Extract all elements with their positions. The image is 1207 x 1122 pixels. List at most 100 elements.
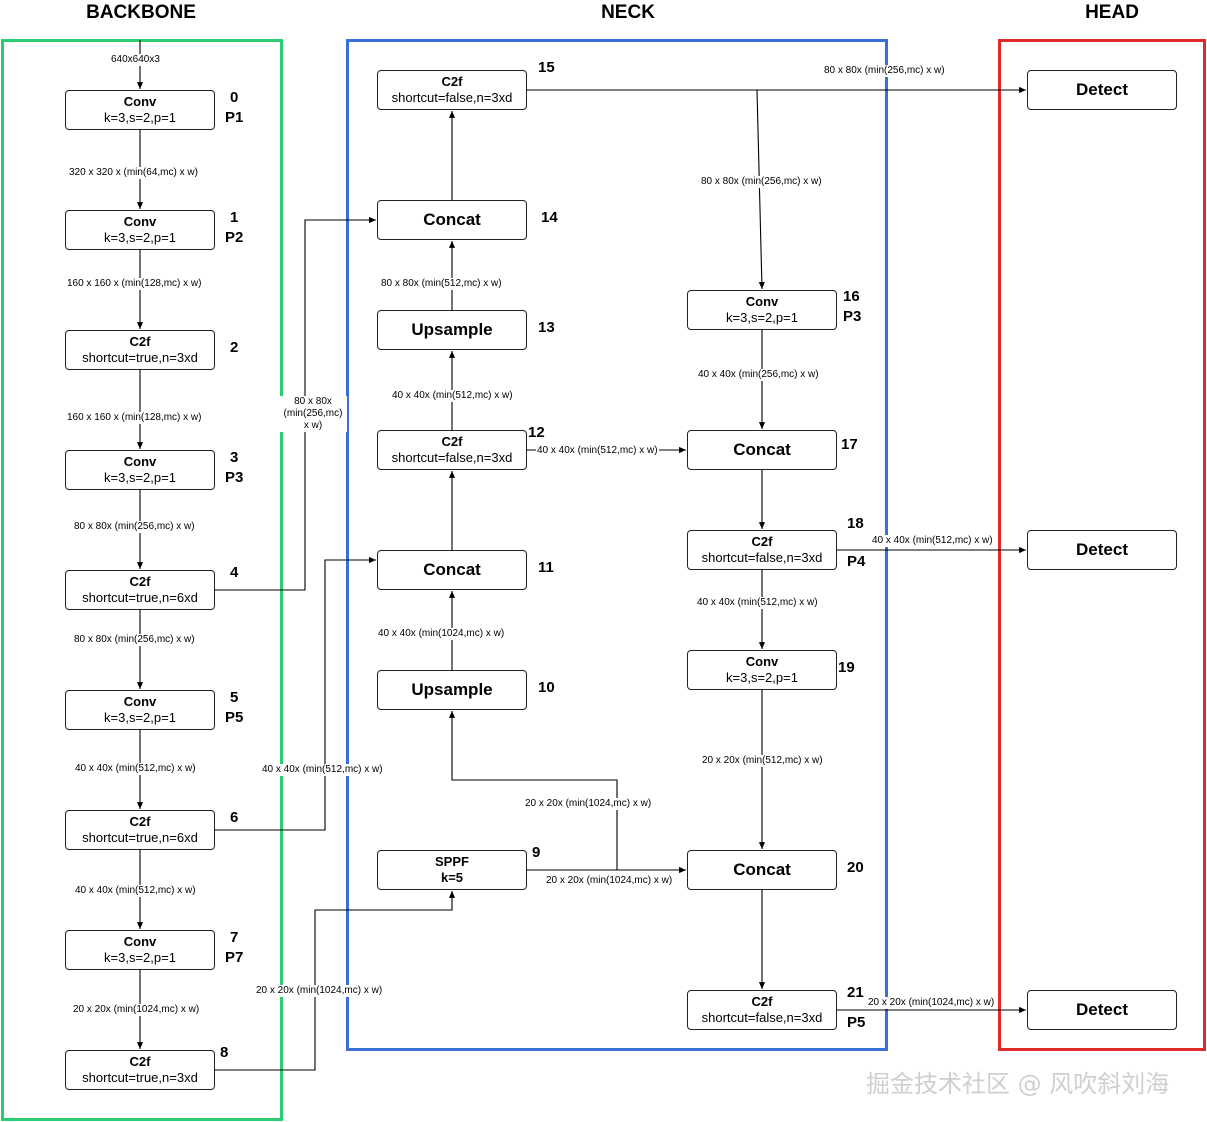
node-19-type: Conv bbox=[745, 654, 779, 669]
node-9-sppf: SPPF k=5 bbox=[377, 850, 527, 890]
node-0-level: P1 bbox=[225, 109, 244, 126]
node-17-index: 17 bbox=[841, 436, 858, 453]
edge-label-9-20: 20 x 20x (min(1024,mc) x w) bbox=[545, 875, 674, 887]
edge-label-19-20: 20 x 20x (min(512,mc) x w) bbox=[701, 755, 824, 767]
node-2-type: C2f bbox=[129, 334, 151, 349]
node-0-index: 0 bbox=[230, 89, 239, 106]
node-3-level: P3 bbox=[225, 469, 244, 486]
node-7-index: 7 bbox=[230, 929, 239, 946]
node-5-params: k=3,s=2,p=1 bbox=[104, 710, 176, 725]
node-13-index: 13 bbox=[538, 319, 555, 336]
edge-label-12-13: 40 x 40x (min(512,mc) x w) bbox=[391, 390, 514, 402]
node-10-upsample: Upsample bbox=[377, 670, 527, 710]
edge-label-13-14: 80 x 80x (min(512,mc) x w) bbox=[380, 278, 503, 290]
edge-label-6-7: 40 x 40x (min(512,mc) x w) bbox=[74, 885, 197, 897]
edge-label-18-d2: 40 x 40x (min(512,mc) x w) bbox=[871, 535, 994, 547]
node-15-c2f: C2f shortcut=false,n=3xd bbox=[377, 70, 527, 110]
node-1-type: Conv bbox=[123, 214, 157, 229]
node-2-params: shortcut=true,n=3xd bbox=[82, 350, 198, 365]
node-9-type: SPPF bbox=[435, 854, 469, 869]
node-15-params: shortcut=false,n=3xd bbox=[391, 90, 513, 105]
edge-label-21-d3: 20 x 20x (min(1024,mc) x w) bbox=[867, 997, 996, 1009]
node-4-params: shortcut=true,n=6xd bbox=[82, 590, 198, 605]
node-7-conv: Conv k=3,s=2,p=1 bbox=[65, 930, 215, 970]
node-18-index: 18 bbox=[847, 515, 864, 532]
node-12-c2f: C2f shortcut=false,n=3xd bbox=[377, 430, 527, 470]
detect-p4: Detect bbox=[1027, 530, 1177, 570]
node-5-conv: Conv k=3,s=2,p=1 bbox=[65, 690, 215, 730]
node-4-c2f: C2f shortcut=true,n=6xd bbox=[65, 570, 215, 610]
node-21-params: shortcut=false,n=3xd bbox=[701, 1010, 823, 1025]
node-12-index: 12 bbox=[528, 424, 545, 441]
node-17-concat: Concat bbox=[687, 430, 837, 470]
edge-label-6-11: 40 x 40x (min(512,mc) x w) bbox=[261, 764, 384, 776]
node-13-upsample: Upsample bbox=[377, 310, 527, 350]
node-16-level: P3 bbox=[843, 308, 862, 325]
node-0-conv: Conv k=3,s=2,p=1 bbox=[65, 90, 215, 130]
node-14-label: Concat bbox=[423, 210, 481, 229]
edge-label-7-8: 20 x 20x (min(1024,mc) x w) bbox=[72, 1004, 201, 1016]
edge-label-3-4: 80 x 80x (min(256,mc) x w) bbox=[73, 521, 196, 533]
edge-label-2-3: 160 x 160 x (min(128,mc) x w) bbox=[66, 412, 203, 424]
edge-label-10-11: 40 x 40x (min(1024,mc) x w) bbox=[377, 628, 506, 640]
node-10-index: 10 bbox=[538, 679, 555, 696]
node-8-index: 8 bbox=[220, 1044, 229, 1061]
node-7-params: k=3,s=2,p=1 bbox=[104, 950, 176, 965]
edge-label-16-17: 40 x 40x (min(256,mc) x w) bbox=[697, 369, 820, 381]
edge-label-15-d1: 80 x 80x (min(256,mc) x w) bbox=[823, 65, 946, 77]
node-7-level: P7 bbox=[225, 949, 244, 966]
head-title: HEAD bbox=[1085, 2, 1139, 23]
backbone-region bbox=[1, 39, 283, 1121]
edge-label-4-14: 80 x 80x (min(256,mc) x w) bbox=[279, 396, 347, 432]
edge-label-18-19: 40 x 40x (min(512,mc) x w) bbox=[696, 597, 819, 609]
node-3-type: Conv bbox=[123, 454, 157, 469]
node-2-index: 2 bbox=[230, 339, 239, 356]
node-8-type: C2f bbox=[129, 1054, 151, 1069]
node-5-index: 5 bbox=[230, 689, 239, 706]
node-0-params: k=3,s=2,p=1 bbox=[104, 110, 176, 125]
input-size-label: 640x640x3 bbox=[110, 54, 161, 66]
node-5-level: P5 bbox=[225, 709, 244, 726]
node-19-conv: Conv k=3,s=2,p=1 bbox=[687, 650, 837, 690]
edge-label-5-6: 40 x 40x (min(512,mc) x w) bbox=[74, 763, 197, 775]
node-19-index: 19 bbox=[838, 659, 855, 676]
node-9-params: k=5 bbox=[440, 870, 464, 885]
edge-label-9-10: 20 x 20x (min(1024,mc) x w) bbox=[524, 798, 653, 810]
node-1-level: P2 bbox=[225, 229, 244, 246]
detect-p5: Detect bbox=[1027, 990, 1177, 1030]
node-16-type: Conv bbox=[745, 294, 779, 309]
edge-label-1-2: 160 x 160 x (min(128,mc) x w) bbox=[66, 278, 203, 290]
node-20-concat: Concat bbox=[687, 850, 837, 890]
node-18-type: C2f bbox=[751, 534, 773, 549]
node-2-c2f: C2f shortcut=true,n=3xd bbox=[65, 330, 215, 370]
edge-label-15-16: 80 x 80x (min(256,mc) x w) bbox=[700, 176, 823, 188]
node-4-index: 4 bbox=[230, 564, 239, 581]
edge-8-9 bbox=[215, 891, 456, 1071]
node-6-c2f: C2f shortcut=true,n=6xd bbox=[65, 810, 215, 850]
node-18-level: P4 bbox=[847, 553, 866, 570]
node-14-concat: Concat bbox=[377, 200, 527, 240]
node-5-type: Conv bbox=[123, 694, 157, 709]
backbone-title: BACKBONE bbox=[86, 2, 196, 23]
node-8-params: shortcut=true,n=3xd bbox=[82, 1070, 198, 1085]
node-0-type: Conv bbox=[123, 94, 157, 109]
node-6-index: 6 bbox=[230, 809, 239, 826]
node-16-conv: Conv k=3,s=2,p=1 bbox=[687, 290, 837, 330]
node-6-type: C2f bbox=[129, 814, 151, 829]
detect-p3: Detect bbox=[1027, 70, 1177, 110]
node-15-type: C2f bbox=[441, 74, 463, 89]
node-3-index: 3 bbox=[230, 449, 239, 466]
edge-6-11 bbox=[215, 556, 376, 831]
node-16-index: 16 bbox=[843, 288, 860, 305]
node-18-c2f: C2f shortcut=false,n=3xd bbox=[687, 530, 837, 570]
node-10-label: Upsample bbox=[411, 680, 493, 699]
node-18-params: shortcut=false,n=3xd bbox=[701, 550, 823, 565]
node-20-label: Concat bbox=[733, 860, 791, 879]
node-7-type: Conv bbox=[123, 934, 157, 949]
node-21-level: P5 bbox=[847, 1014, 866, 1031]
node-16-params: k=3,s=2,p=1 bbox=[726, 310, 798, 325]
edge-label-8-9: 20 x 20x (min(1024,mc) x w) bbox=[255, 985, 384, 997]
node-13-label: Upsample bbox=[411, 320, 493, 339]
node-14-index: 14 bbox=[541, 209, 558, 226]
